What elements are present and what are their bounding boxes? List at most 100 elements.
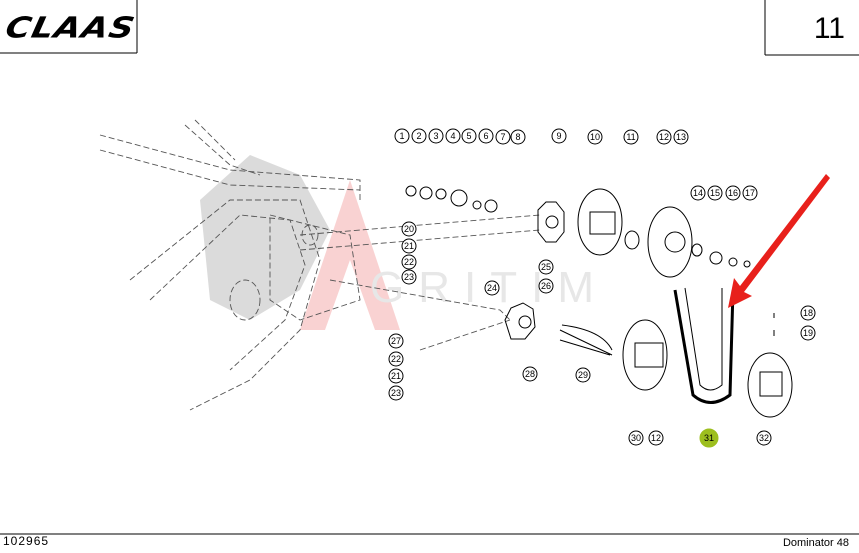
callout-22[interactable]: 22	[401, 254, 417, 270]
red-arrow	[728, 174, 830, 308]
callout-circle	[742, 185, 758, 201]
callout-22[interactable]: 22	[388, 351, 404, 367]
callout-number: 2	[416, 131, 421, 141]
callout-21[interactable]: 21	[401, 238, 417, 254]
callout-9[interactable]: 9	[551, 128, 567, 144]
callout-number: 17	[745, 188, 755, 198]
callout-number: 22	[391, 354, 401, 364]
callout-18[interactable]: 18	[800, 305, 816, 321]
callout-11[interactable]: 11	[623, 129, 639, 145]
callout-number: 15	[710, 188, 720, 198]
callout-17[interactable]: 17	[742, 185, 758, 201]
callout-circle	[800, 305, 816, 321]
callout-2[interactable]: 2	[411, 128, 427, 144]
callout-32[interactable]: 32	[756, 430, 772, 446]
callout-circle	[428, 128, 444, 144]
callout-16[interactable]: 16	[725, 185, 741, 201]
callout-number: 4	[450, 131, 455, 141]
callout-circle	[648, 430, 664, 446]
callout-circle	[699, 428, 719, 448]
callout-number: 32	[759, 433, 769, 443]
callout-30[interactable]: 30	[628, 430, 644, 446]
callout-circle	[445, 128, 461, 144]
callout-24[interactable]: 24	[484, 280, 500, 296]
model-name: Dominator 48	[782, 537, 849, 549]
callout-circle	[587, 129, 603, 145]
watermark: GRITIM	[200, 155, 594, 330]
callout-circle	[707, 185, 723, 201]
frame-lines	[0, 0, 859, 535]
callout-number: 23	[404, 272, 414, 282]
callout-number: 8	[515, 132, 520, 142]
callout-1[interactable]: 1	[394, 128, 410, 144]
callout-19[interactable]: 19	[800, 325, 816, 341]
callout-number: 1	[399, 131, 404, 141]
callout-23[interactable]: 23	[401, 269, 417, 285]
callout-12[interactable]: 12	[656, 129, 672, 145]
callout-circle	[510, 129, 526, 145]
callout-4[interactable]: 4	[445, 128, 461, 144]
callout-23[interactable]: 23	[388, 385, 404, 401]
machine-frame-dashed	[99, 119, 541, 411]
callout-circle	[411, 128, 427, 144]
callout-circle	[388, 351, 404, 367]
callout-number: 29	[578, 370, 588, 380]
callout-6[interactable]: 6	[478, 128, 494, 144]
page-number: 11	[813, 12, 845, 45]
callout-number: 25	[541, 262, 551, 272]
callout-20[interactable]: 20	[401, 221, 417, 237]
callout-number: 9	[556, 131, 561, 141]
callout-7[interactable]: 7	[495, 129, 511, 145]
callout-26[interactable]: 26	[538, 278, 554, 294]
callout-number: 22	[404, 257, 414, 267]
callout-25[interactable]: 25	[538, 259, 554, 275]
callout-circle	[401, 221, 417, 237]
callout-number: 27	[391, 336, 401, 346]
callout-10[interactable]: 10	[587, 129, 603, 145]
callout-number: 19	[803, 328, 813, 338]
callout-circle	[461, 128, 477, 144]
callout-circle	[401, 269, 417, 285]
callout-5[interactable]: 5	[461, 128, 477, 144]
callout-number: 12	[659, 132, 669, 142]
callout-circle	[401, 238, 417, 254]
callout-number: 11	[626, 132, 635, 142]
callout-28[interactable]: 28	[522, 366, 538, 382]
callout-21[interactable]: 21	[388, 368, 404, 384]
callout-13[interactable]: 13	[673, 129, 689, 145]
callout-circle	[673, 129, 689, 145]
callout-12[interactable]: 12	[648, 430, 664, 446]
callout-number: 26	[541, 281, 551, 291]
callout-3[interactable]: 3	[428, 128, 444, 144]
callout-number: 18	[803, 308, 813, 318]
callout-number: 10	[590, 132, 600, 142]
callout-number: 21	[404, 241, 414, 251]
callout-circle	[628, 430, 644, 446]
callout-circle	[725, 185, 741, 201]
callout-circle	[756, 430, 772, 446]
callout-31[interactable]: 31	[699, 428, 719, 448]
callout-circle	[495, 129, 511, 145]
callout-number: 6	[483, 131, 488, 141]
parts-drawings	[405, 185, 793, 418]
callout-27[interactable]: 27	[388, 333, 404, 349]
callout-circle	[551, 128, 567, 144]
callout-number: 5	[466, 131, 471, 141]
callout-circle	[538, 278, 554, 294]
callout-number: 28	[525, 369, 535, 379]
callout-number: 3	[433, 131, 438, 141]
callout-circle	[538, 259, 554, 275]
callout-29[interactable]: 29	[575, 367, 591, 383]
callout-number: 16	[728, 188, 738, 198]
callout-14[interactable]: 14	[690, 185, 706, 201]
callout-circle	[656, 129, 672, 145]
callout-circle	[388, 385, 404, 401]
callout-15[interactable]: 15	[707, 185, 723, 201]
callout-circle	[401, 254, 417, 270]
callout-circle	[690, 185, 706, 201]
callout-number: 13	[676, 132, 686, 142]
callout-circle	[484, 280, 500, 296]
callout-8[interactable]: 8	[510, 129, 526, 145]
callout-circle	[388, 368, 404, 384]
